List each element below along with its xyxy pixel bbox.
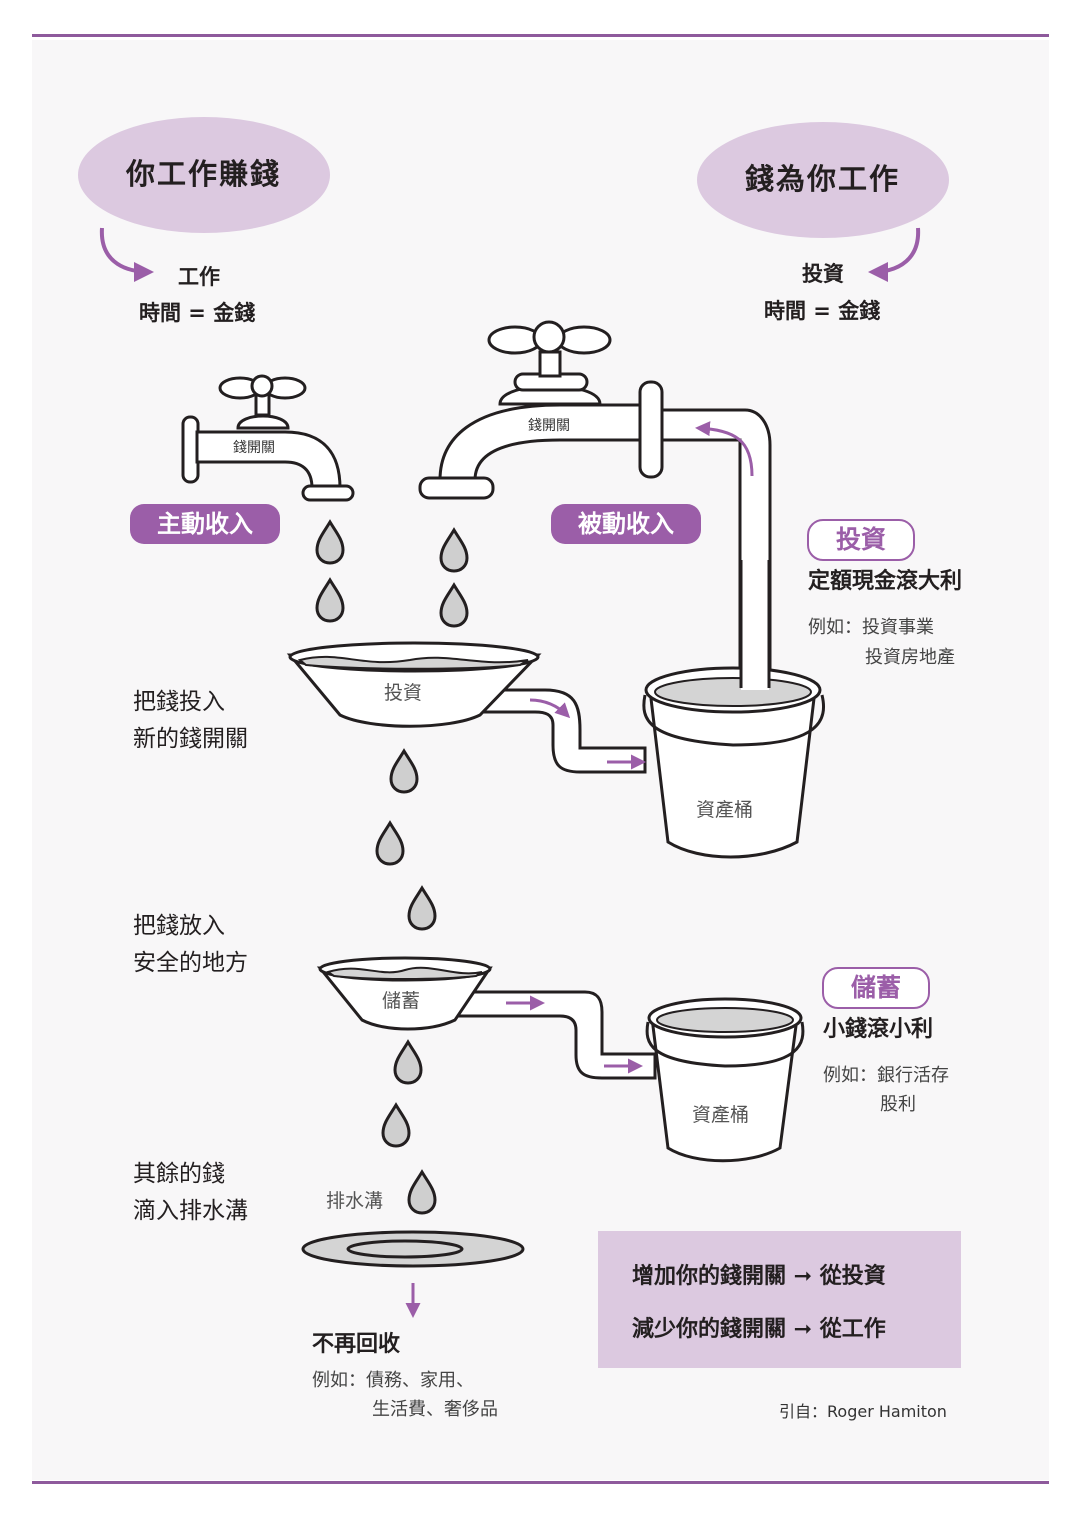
top-bucket-icon bbox=[642, 666, 826, 859]
top-bucket-label: 資產桶 bbox=[696, 799, 754, 821]
invest-funnel-label: 投資 bbox=[384, 682, 423, 704]
right-faucet-label: 錢開關 bbox=[528, 418, 570, 434]
savings-example-1: 例如：銀行活存 bbox=[823, 1065, 949, 1086]
money-works-title: 錢為你工作 bbox=[745, 162, 901, 196]
drain-example-1: 例如：債務、家用、 bbox=[312, 1370, 474, 1391]
credit-text: 引自：Roger Hamiton bbox=[779, 1402, 947, 1421]
invest-label: 投資 bbox=[802, 262, 844, 286]
no-return-label: 不再回收 bbox=[312, 1332, 401, 1357]
you-work-title: 你工作賺錢 bbox=[126, 157, 282, 191]
bottom-bucket-label: 資產桶 bbox=[692, 1104, 750, 1126]
invest-example-2: 投資房地產 bbox=[865, 647, 955, 668]
drain-icon bbox=[301, 1230, 525, 1268]
drain-example-2: 生活費、奢侈品 bbox=[372, 1399, 498, 1420]
drain-label: 排水溝 bbox=[326, 1190, 384, 1212]
passive-income-pill: 被動收入 bbox=[551, 504, 701, 544]
step3-line1: 其餘的錢 bbox=[133, 1161, 225, 1187]
summary-box: 增加你的錢開關 ➞ 從投資 減少你的錢開關 ➞ 從工作 bbox=[598, 1231, 961, 1368]
savings-example-2: 股利 bbox=[880, 1094, 916, 1115]
invest-tag: 投資 bbox=[807, 519, 915, 561]
left-faucet-icon bbox=[181, 374, 355, 502]
savings-funnel-label: 儲蓄 bbox=[382, 990, 421, 1012]
step1-line1: 把錢投入 bbox=[133, 689, 225, 715]
summary-line-2: 減少你的錢開關 ➞ 從工作 bbox=[632, 1317, 886, 1342]
money-works-ellipse bbox=[697, 122, 949, 238]
savings-headline: 小錢滾小利 bbox=[823, 1017, 934, 1042]
pipe-up-arrow bbox=[695, 421, 754, 477]
summary-line-1: 增加你的錢開關 ➞ 從投資 bbox=[632, 1264, 886, 1289]
step3-line2: 滴入排水溝 bbox=[133, 1198, 248, 1224]
right-curve-arrow bbox=[868, 227, 921, 282]
invest-headline: 定額現金滾大利 bbox=[808, 569, 963, 594]
invest-funnel-icon bbox=[286, 641, 647, 774]
savings-funnel-icon bbox=[316, 956, 657, 1080]
savings-tag: 儲蓄 bbox=[822, 967, 930, 1009]
step2-line2: 安全的地方 bbox=[133, 950, 248, 976]
active-income-pill: 主動收入 bbox=[130, 504, 280, 544]
left-curve-arrow bbox=[99, 227, 154, 282]
bottom-bucket-icon bbox=[645, 997, 805, 1163]
invest-example-1: 例如：投資事業 bbox=[808, 617, 934, 638]
you-work-ellipse bbox=[78, 117, 330, 233]
invest-pipe-arrow-1 bbox=[529, 698, 571, 719]
step2-line1: 把錢放入 bbox=[133, 913, 225, 939]
left-time-money: 時間 = 金錢 bbox=[139, 301, 256, 325]
step1-line2: 新的錢開關 bbox=[133, 726, 248, 752]
work-label: 工作 bbox=[178, 265, 220, 289]
water-drops bbox=[315, 520, 469, 1215]
right-time-money: 時間 = 金錢 bbox=[764, 299, 881, 323]
pipe-into-bucket bbox=[741, 560, 769, 690]
top-rule bbox=[32, 34, 1049, 37]
left-faucet-label: 錢開關 bbox=[233, 440, 275, 456]
bottom-rule bbox=[32, 1481, 1049, 1484]
